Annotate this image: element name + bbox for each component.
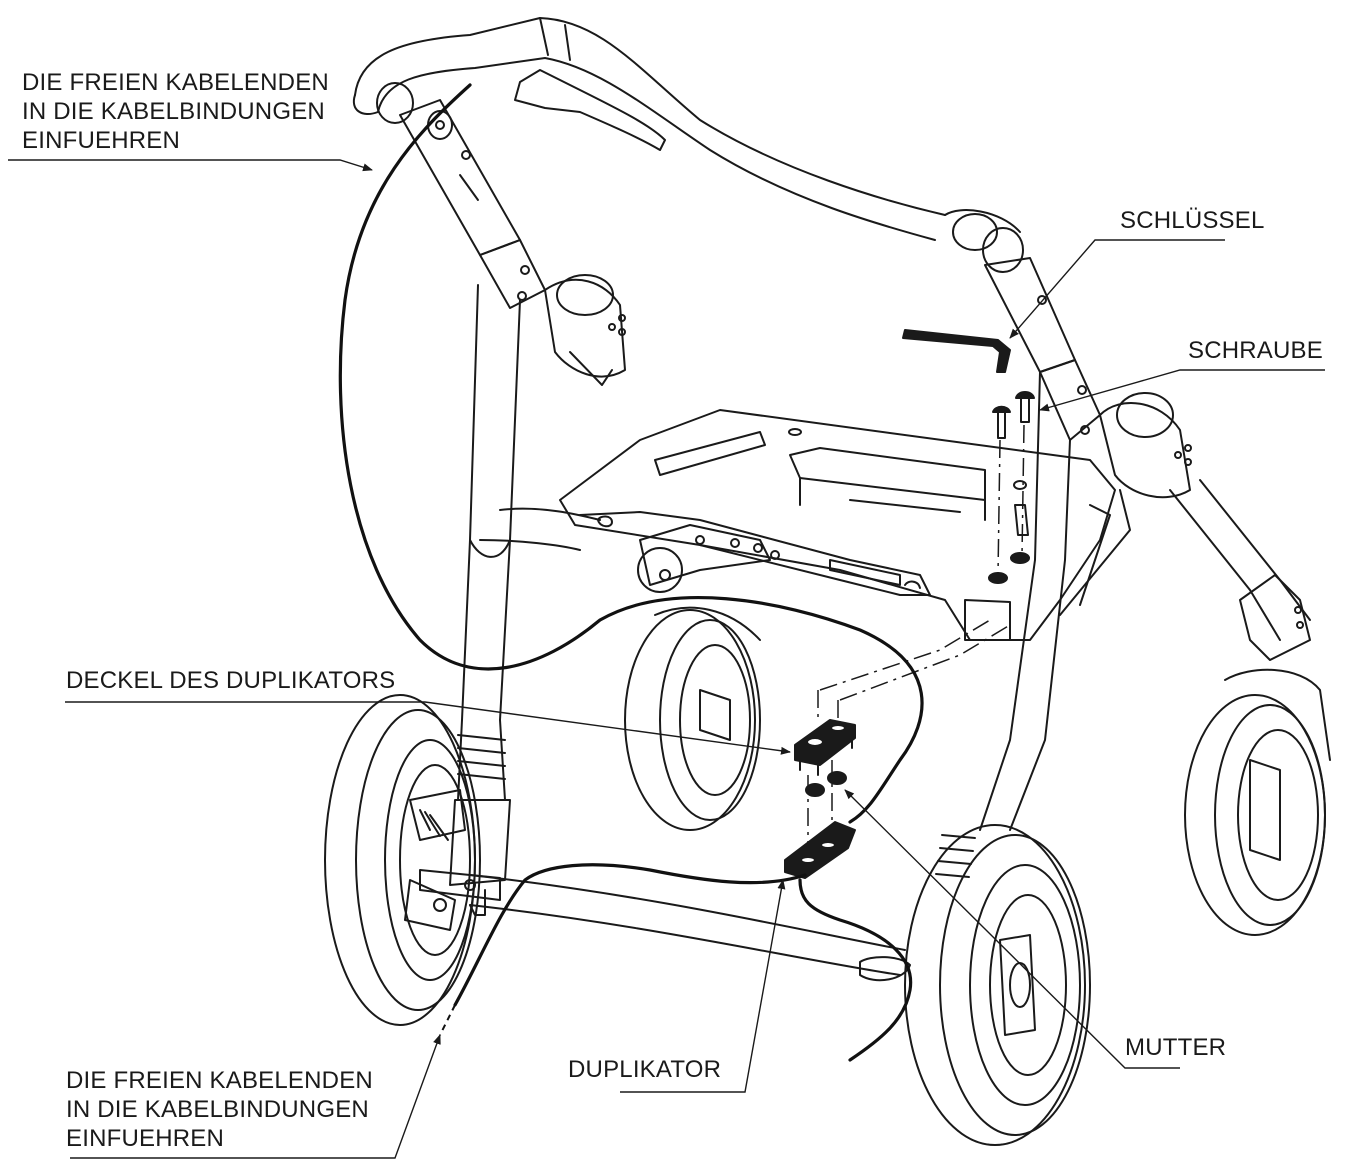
label-nut: MUTTER xyxy=(1125,1034,1227,1061)
leader-lines xyxy=(8,159,1325,1159)
wheel-front-right xyxy=(904,824,1091,1146)
brake-lever xyxy=(514,69,666,151)
leader-duplicator-cover xyxy=(65,701,791,755)
seat-nuts xyxy=(988,552,1030,584)
duplicator-nuts xyxy=(805,771,847,797)
label-key: SCHLÜSSEL xyxy=(1120,207,1265,234)
right-frame xyxy=(935,257,1311,878)
screws xyxy=(992,391,1035,439)
label-cable-ends-top-line-1: DIE FREIEN KABELENDEN xyxy=(22,69,329,96)
left-frame xyxy=(399,99,626,886)
hex-key xyxy=(902,329,1011,373)
leader-key xyxy=(1009,239,1225,339)
duplicator-cover-part xyxy=(794,719,856,776)
leader-cable-ends-bottom xyxy=(70,1034,441,1159)
brake-cables xyxy=(338,83,924,1062)
label-cable-ends-top: DIE FREIEN KABELENDEN IN DIE KABELBINDUN… xyxy=(22,68,329,155)
label-duplicator-cover: DECKEL DES DUPLIKATORS xyxy=(66,667,396,694)
handlebar xyxy=(352,17,1024,273)
wheel-rear-right xyxy=(1184,668,1331,936)
leader-cable-ends-top xyxy=(8,159,373,172)
seat-platform xyxy=(479,409,1131,641)
duplicator-part xyxy=(784,821,856,879)
label-cable-ends-top-line-2: IN DIE KABELBINDUNGEN xyxy=(22,98,325,125)
label-cable-ends-bottom: DIE FREIEN KABELENDEN IN DIE KABELBINDUN… xyxy=(66,1066,373,1153)
assembly-guide-lines xyxy=(807,424,1025,845)
label-duplicator: DUPLIKATOR xyxy=(568,1056,722,1083)
cable-end-dashed xyxy=(439,1004,456,1036)
leader-nut xyxy=(844,789,1180,1069)
label-cable-ends-bottom-line-2: IN DIE KABELBINDUNGEN xyxy=(66,1096,369,1123)
rear-axle xyxy=(419,869,911,982)
leader-screw xyxy=(1039,369,1325,412)
wheel-rear-left xyxy=(624,606,761,831)
label-cable-ends-bottom-line-3: EINFUEHREN xyxy=(66,1125,225,1152)
wheel-front-left xyxy=(324,694,481,1026)
label-cable-ends-bottom-line-1: DIE FREIEN KABELENDEN xyxy=(66,1067,373,1094)
leader-duplicator xyxy=(620,879,786,1093)
label-screw: SCHRAUBE xyxy=(1188,337,1323,364)
label-cable-ends-top-line-3: EINFUEHREN xyxy=(22,127,181,154)
